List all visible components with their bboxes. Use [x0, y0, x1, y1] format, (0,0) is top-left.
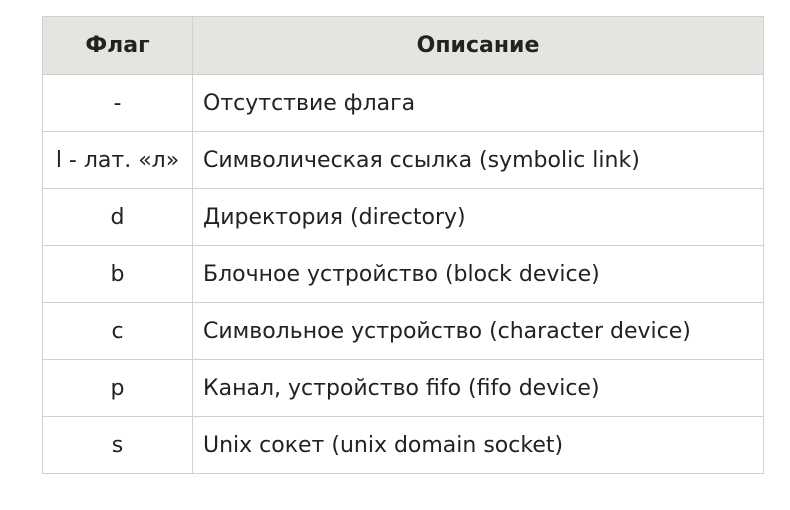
- header-description: Описание: [192, 16, 764, 75]
- description-cell: Канал, устройство fifo (fifo device): [192, 359, 764, 417]
- flag-cell: -: [42, 74, 193, 132]
- flag-cell: l - лат. «л»: [42, 131, 193, 189]
- flag-cell: p: [42, 359, 193, 417]
- flag-cell: c: [42, 302, 193, 360]
- file-type-flags-table-container: Флаг Описание - Отсутствие флага l - лат…: [42, 16, 764, 474]
- table-row: d Директория (directory): [42, 188, 764, 246]
- description-cell: Отсутствие флага: [192, 74, 764, 132]
- flag-cell: b: [42, 245, 193, 303]
- table-row: l - лат. «л» Символическая ссылка (symbo…: [42, 131, 764, 189]
- description-cell: Unix сокет (unix domain socket): [192, 416, 764, 474]
- header-flag: Флаг: [42, 16, 193, 75]
- table-row: - Отсутствие флага: [42, 74, 764, 132]
- table-row: p Канал, устройство fifo (fifo device): [42, 359, 764, 417]
- file-type-flags-table: Флаг Описание - Отсутствие флага l - лат…: [42, 16, 764, 474]
- table-row: b Блочное устройство (block device): [42, 245, 764, 303]
- flag-cell: d: [42, 188, 193, 246]
- flag-cell: s: [42, 416, 193, 474]
- table-row: s Unix сокет (unix domain socket): [42, 416, 764, 474]
- table-header-row: Флаг Описание: [42, 16, 764, 75]
- description-cell: Символическая ссылка (symbolic link): [192, 131, 764, 189]
- table-row: c Символьное устройство (character devic…: [42, 302, 764, 360]
- description-cell: Блочное устройство (block device): [192, 245, 764, 303]
- description-cell: Символьное устройство (character device): [192, 302, 764, 360]
- description-cell: Директория (directory): [192, 188, 764, 246]
